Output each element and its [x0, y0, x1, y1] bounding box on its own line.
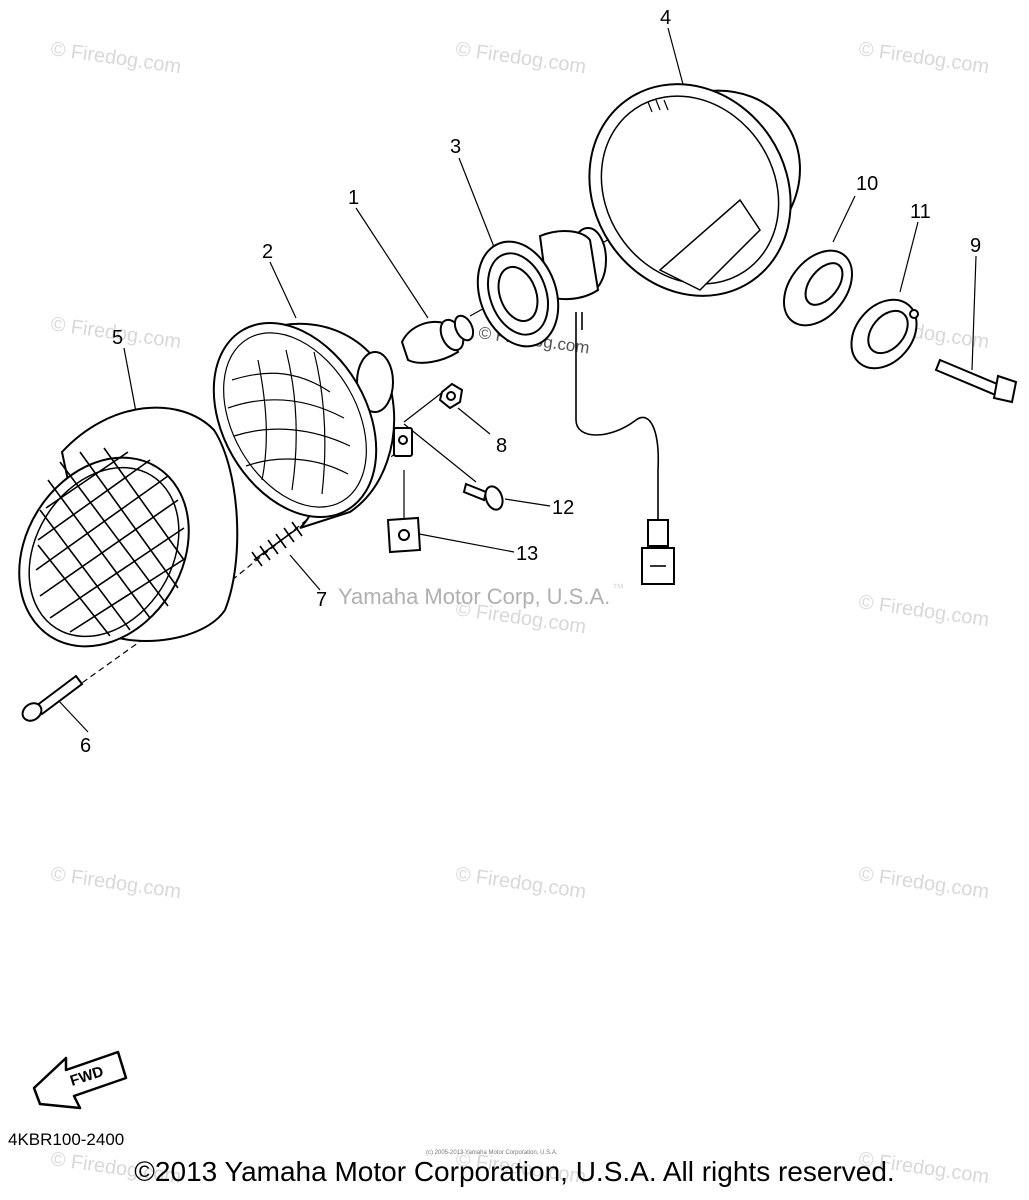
watermark-text: © Firedog.com [454, 38, 587, 78]
callout-4: 4 [660, 7, 671, 29]
callout-1: 1 [348, 187, 359, 209]
callout-11: 11 [910, 201, 931, 223]
callout-6: 6 [80, 735, 91, 757]
part-screw-6 [21, 674, 84, 722]
part-screw-12 [462, 482, 504, 511]
part-housing [588, 83, 801, 297]
part-rim-guard [18, 406, 239, 648]
forward-direction-arrow: FWD [32, 1050, 128, 1110]
callout-7: 7 [316, 589, 327, 611]
callout-10: 10 [856, 173, 878, 195]
part-clip-nut [386, 516, 422, 554]
trademark-mark: ™ [612, 581, 624, 595]
callout-5: 5 [112, 327, 123, 349]
watermark-text: © Firedog.com [49, 38, 182, 78]
watermark-text: © Firedog.com [454, 863, 587, 903]
copyright-notice: ©2013 Yamaha Motor Corporation, U.S.A. A… [134, 1156, 895, 1187]
part-plate [850, 298, 919, 370]
watermark-text: © Firedog.com [857, 863, 990, 903]
callout-8: 8 [496, 435, 507, 457]
part-bolt [934, 358, 1018, 404]
callout-9: 9 [970, 235, 981, 257]
callout-3: 3 [450, 136, 461, 158]
callout-12: 12 [552, 497, 574, 519]
part-lens-unit [212, 322, 413, 529]
part-bulb [400, 314, 475, 364]
part-grommet [783, 249, 853, 327]
part-spring [251, 521, 303, 567]
watermark-text: © Firedog.com [49, 863, 182, 903]
callout-13: 13 [516, 543, 538, 565]
watermark-text: © Firedog.com [857, 591, 990, 631]
small-credit-line: (c) 2005-2013 Yamaha Motor Corporation, … [426, 1150, 558, 1156]
watermark-text: © Firedog.com [857, 38, 990, 78]
callout-labels: 1 2 3 4 5 6 7 8 9 10 11 12 13 [80, 7, 981, 757]
diagram-part-code: 4KBR100-2400 [8, 1130, 125, 1149]
callout-2: 2 [262, 241, 273, 263]
yamaha-center-watermark: Yamaha Motor Corp, U.S.A. [338, 584, 610, 609]
part-nut [438, 382, 464, 410]
part-socket [476, 227, 607, 348]
wire-harness [575, 312, 675, 585]
